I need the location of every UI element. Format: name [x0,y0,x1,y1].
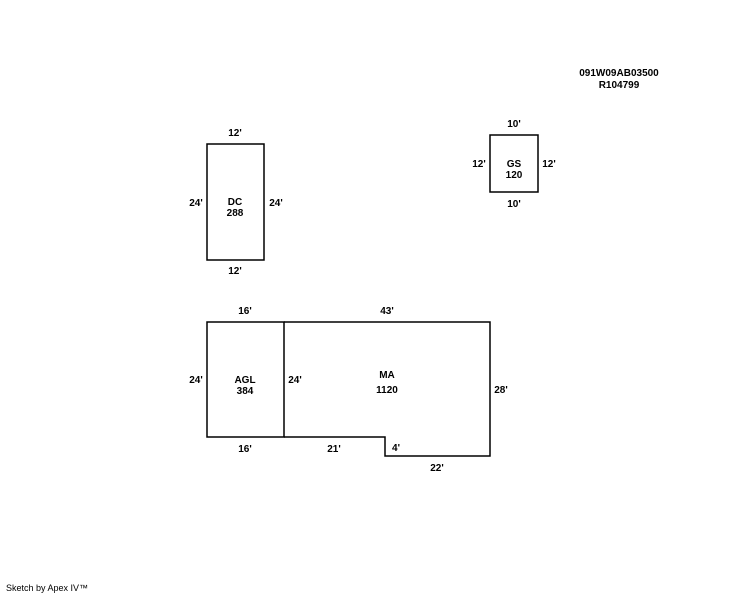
sketch-credit: Sketch by Apex IV™ [6,583,89,593]
ma-area: 1120 [376,385,398,396]
gs-left-dimension: 12' [472,159,486,170]
area-gs: 10' 10' 12' 12' GS 120 [472,119,556,210]
ma-bottom-dimension: 22' [430,463,444,474]
area-dc: 12' 12' 24' 24' DC 288 [189,128,283,277]
gs-label: GS [507,159,522,170]
gs-top-dimension: 10' [507,119,521,130]
ma-top-dimension: 43' [380,306,394,317]
agl-area: 384 [237,386,254,397]
agl-bottom-dimension: 16' [238,444,252,455]
ma-label: MA [379,370,395,381]
dc-right-dimension: 24' [269,198,283,209]
agl-outline [206,321,285,438]
ma-right-dimension: 28' [494,385,508,396]
agl-right-dimension: 24' [288,375,302,386]
gs-area: 120 [506,170,523,181]
gs-right-dimension: 12' [542,159,556,170]
gs-bottom-dimension: 10' [507,199,521,210]
agl-label: AGL [234,375,255,386]
dc-outline [206,143,265,261]
agl-left-dimension: 24' [189,375,203,386]
ma-outline [284,321,491,457]
dc-label: DC [228,197,242,208]
gs-outline [489,134,539,193]
dc-bottom-dimension: 12' [228,266,242,277]
ma-notch-dimension: 4' [392,443,400,454]
agl-top-dimension: 16' [238,306,252,317]
area-ma: 43' 28' 21' 4' 22' MA 1120 [284,306,508,474]
area-agl: 16' 16' 24' 24' AGL 384 [189,306,302,455]
parcel-id: 091W09AB03500 [579,68,659,79]
ma-bottom-step-dimension: 21' [327,444,341,455]
dc-area: 288 [227,208,244,219]
account-number: R104799 [599,80,640,91]
dc-top-dimension: 12' [228,128,242,139]
dc-left-dimension: 24' [189,198,203,209]
